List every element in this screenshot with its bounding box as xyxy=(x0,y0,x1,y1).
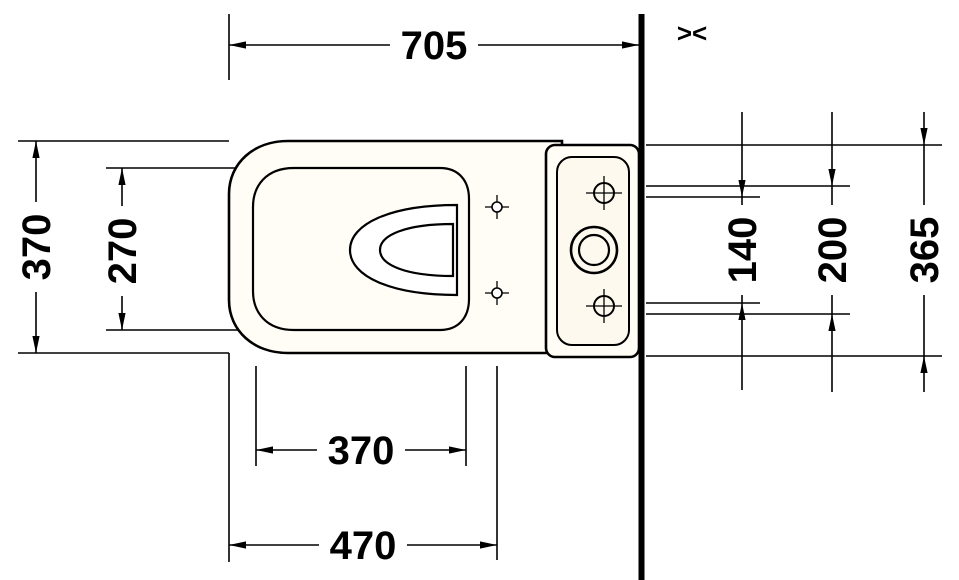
dim-label-bg xyxy=(102,206,142,296)
dim-label-bg xyxy=(390,25,478,65)
seat-fixing-hole-top xyxy=(485,195,509,219)
arrowhead xyxy=(118,168,126,185)
arrowhead xyxy=(920,356,928,373)
dim-label-bottom-fixing-distance: 470 xyxy=(319,524,407,568)
dim-label-right-cistern-width: 365 xyxy=(903,205,947,295)
toilet-seat-outline xyxy=(251,166,471,332)
connection-circle xyxy=(593,182,615,204)
dim-label-bg xyxy=(317,430,405,470)
arrowhead xyxy=(118,313,126,330)
extension-lines xyxy=(18,14,942,562)
dim-value-bottom-fixing-distance: 470 xyxy=(330,524,397,568)
dim-value-right-connection-spacing: 140 xyxy=(721,217,765,284)
dim-label-bg xyxy=(812,205,852,295)
water-connection-top xyxy=(586,176,622,210)
dim-value-right-connection-width: 200 xyxy=(811,217,855,284)
dim-value-left-seat-inner: 270 xyxy=(101,218,145,285)
connection-circle xyxy=(593,295,615,317)
seat-fixing-hole-bottom xyxy=(485,281,509,305)
dim-value-top-overall: 705 xyxy=(401,24,468,68)
dim-label-left-seat-inner: 270 xyxy=(101,206,145,296)
dim-label-bg xyxy=(319,525,407,565)
dim-value-bottom-seat-width: 370 xyxy=(328,429,395,473)
flush-valve-outer-circle xyxy=(569,225,619,275)
dim-label-top-overall: 705 xyxy=(390,24,478,68)
cistern xyxy=(544,143,641,359)
fixing-hole-circle xyxy=(491,201,503,213)
arrowhead xyxy=(738,303,746,320)
arrowhead xyxy=(256,446,273,454)
flush-valve-inner-circle xyxy=(577,233,611,267)
arrowhead xyxy=(622,41,639,49)
arrowhead xyxy=(738,180,746,197)
dim-label-bg xyxy=(722,205,762,295)
arrowhead xyxy=(480,541,497,549)
fixing-hole-circle xyxy=(491,287,503,299)
dim-label-left-body-depth: 370 xyxy=(15,202,59,292)
arrowhead xyxy=(828,314,836,331)
wall: >< xyxy=(638,14,707,580)
arrowhead xyxy=(32,336,40,353)
dimension-labels: 705 370 270 370 470 140 xyxy=(15,24,947,568)
dimension-arrowheads xyxy=(32,41,928,549)
arrowhead xyxy=(32,141,40,158)
bowl-water-outline xyxy=(378,222,455,278)
arrowhead xyxy=(229,41,246,49)
arrowhead xyxy=(229,541,246,549)
arrowhead xyxy=(449,446,466,454)
flush-valve xyxy=(569,225,619,275)
dim-value-left-body-depth: 370 xyxy=(15,214,59,281)
toilet-plan xyxy=(227,139,641,359)
arrowhead xyxy=(920,128,928,145)
wall-finish-symbol: >< xyxy=(677,18,707,48)
dim-value-right-cistern-width: 365 xyxy=(903,217,947,284)
dim-label-bg xyxy=(16,202,56,292)
dim-label-right-connection-spacing: 140 xyxy=(721,205,765,295)
arrowhead xyxy=(828,169,836,186)
dim-label-bottom-seat-width: 370 xyxy=(317,429,405,473)
dim-label-bg xyxy=(904,205,944,295)
dim-label-right-connection-width: 200 xyxy=(811,205,855,295)
water-connection-bottom xyxy=(586,289,622,323)
